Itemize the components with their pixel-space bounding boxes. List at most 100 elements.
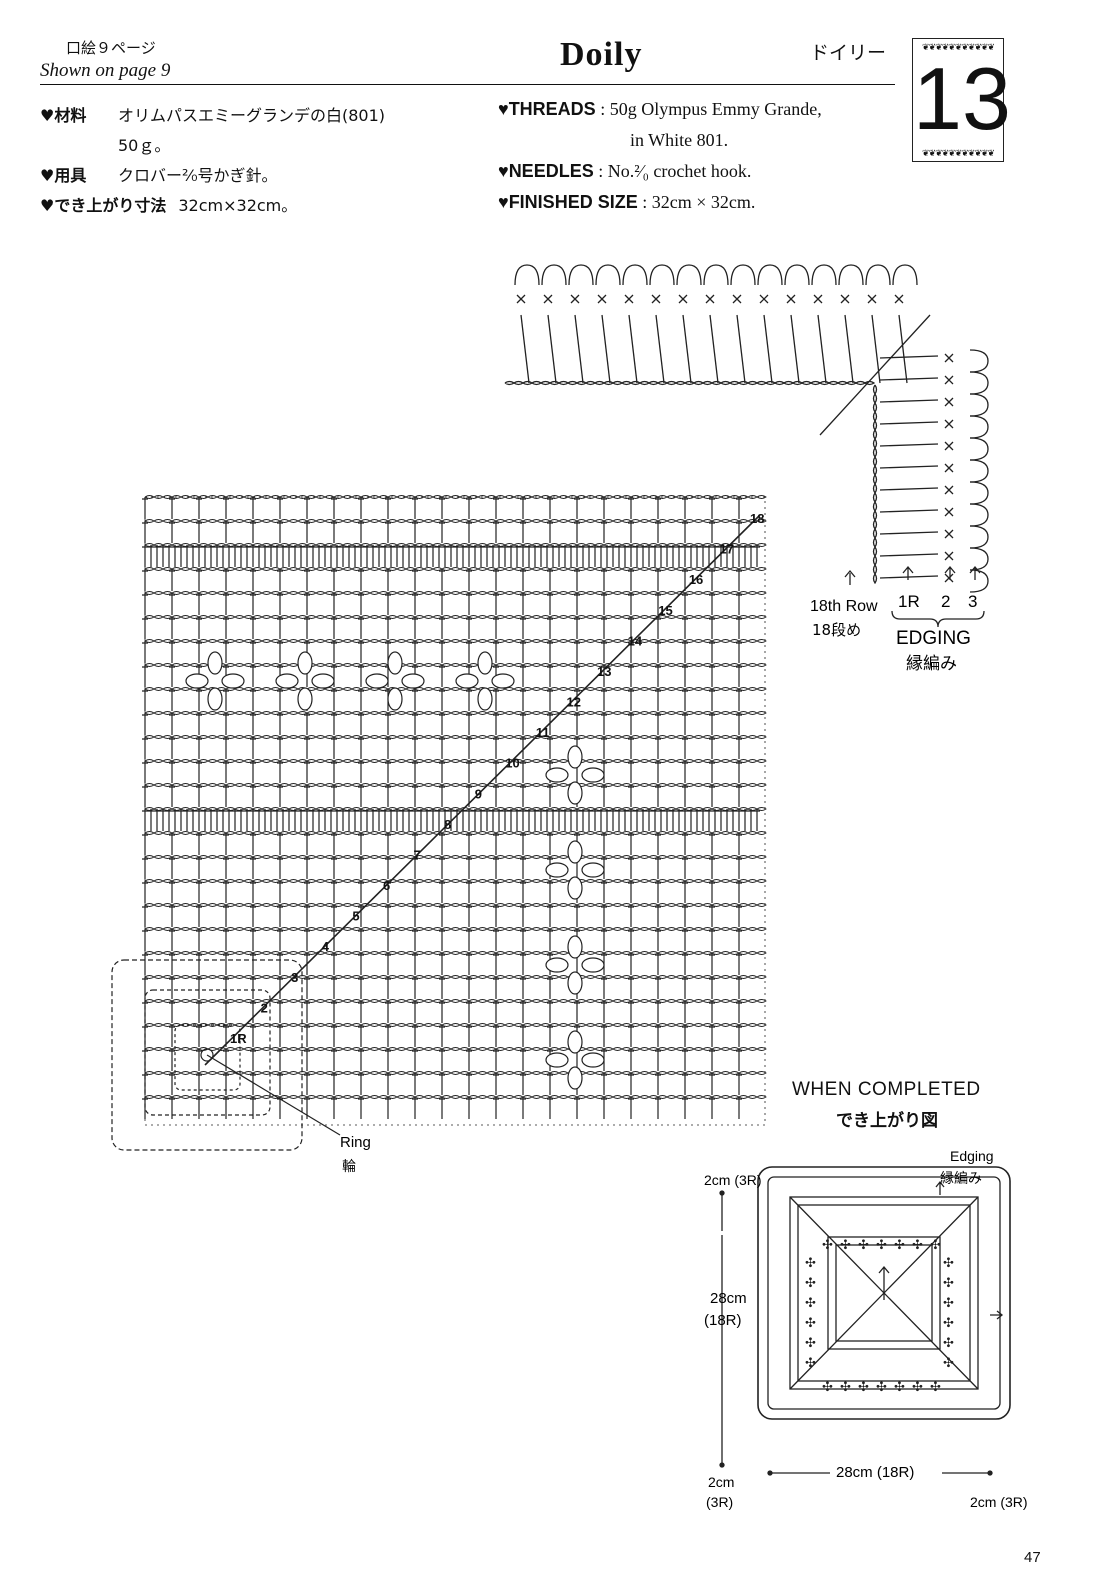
chain-row xyxy=(144,687,767,691)
flower-mark: ✣ xyxy=(943,1275,954,1290)
edging-stitch xyxy=(547,314,557,384)
stitch-row xyxy=(142,1049,742,1071)
dim-side: 28cm xyxy=(710,1290,747,1307)
chain-row xyxy=(144,855,767,859)
edging-stitch xyxy=(763,314,773,384)
flower-petal xyxy=(275,673,299,689)
page-title-jp: ドイリー xyxy=(810,42,887,64)
flower-mark: ✣ xyxy=(930,1379,941,1394)
edging-stitch xyxy=(879,421,939,425)
edging-cross xyxy=(944,353,954,363)
dimension-dot xyxy=(719,1462,725,1468)
outer-square xyxy=(789,1196,979,1390)
flower-petal xyxy=(297,687,313,711)
edging-arch xyxy=(622,264,648,286)
edging-stitch xyxy=(879,443,939,447)
edging-arch xyxy=(969,503,989,527)
stitch-row xyxy=(142,857,742,879)
flower-motif xyxy=(545,840,605,900)
edging-stitch xyxy=(879,355,939,359)
flower-mark: ✣ xyxy=(930,1237,941,1252)
edging-stitch xyxy=(817,314,827,384)
flower-petal xyxy=(311,673,335,689)
materials-en-row: ♥FINISHED SIZE : 32cm × 32cm. xyxy=(498,192,756,212)
jp-page-reference: 口絵９ページ xyxy=(66,39,156,57)
materials-jp: ♥材料オリムパスエミーグランデの白(801) 50ｇ。 ♥用具クロバー²⁄₀号か… xyxy=(40,102,480,222)
edging-inner-border xyxy=(767,1176,1001,1410)
stitch-row xyxy=(142,953,742,975)
chain-row xyxy=(144,735,767,739)
stitch-row xyxy=(142,1073,742,1095)
edging-cross xyxy=(516,294,526,304)
edging-arch xyxy=(969,481,989,505)
edging-stitch xyxy=(520,314,530,384)
edging-stitch xyxy=(871,314,881,384)
flower-petal xyxy=(567,1066,583,1090)
edging-arch xyxy=(969,459,989,483)
chain-row xyxy=(144,711,767,715)
flower-mark: ✣ xyxy=(894,1237,905,1252)
edging-stitch xyxy=(879,553,939,557)
flower-mark: ✣ xyxy=(805,1275,816,1290)
flower-motif xyxy=(545,1030,605,1090)
edging-cross xyxy=(624,294,634,304)
flower-mark: ✣ xyxy=(943,1315,954,1330)
flower-petal xyxy=(567,1030,583,1054)
stitch-row xyxy=(142,689,742,711)
edging-arch xyxy=(969,371,989,395)
edging-arch xyxy=(969,437,989,461)
stitch-row xyxy=(142,593,742,615)
edging-cross xyxy=(759,294,769,304)
ring-label-jp: 輪 xyxy=(342,1158,356,1175)
flower-petal xyxy=(545,1052,569,1068)
flower-petal xyxy=(455,673,479,689)
outer-edging-border xyxy=(757,1166,1011,1420)
flower-motif xyxy=(365,651,425,711)
edging-brace xyxy=(891,610,985,628)
edging-arrow xyxy=(969,565,981,580)
flower-mark: ✣ xyxy=(822,1237,833,1252)
edging-stitch xyxy=(898,314,908,384)
row-number-label: 8 xyxy=(444,817,451,832)
flower-petal xyxy=(477,687,493,711)
edging-cross xyxy=(944,573,954,583)
flower-mark: ✣ xyxy=(943,1355,954,1370)
stitch-row xyxy=(142,713,742,735)
row-number-label: 4 xyxy=(322,939,330,954)
materials-en-row: ♥THREADS : 50g Olympus Emmy Grande, xyxy=(498,99,822,119)
dimension-dot xyxy=(987,1470,993,1476)
header-rule xyxy=(40,84,895,85)
stitch-row xyxy=(142,521,742,543)
page-number: 47 xyxy=(1024,1549,1041,1566)
flower-petal xyxy=(401,673,425,689)
edging-cross xyxy=(944,485,954,495)
edging-cross xyxy=(944,441,954,451)
edging-cross xyxy=(786,294,796,304)
flower-mark: ✣ xyxy=(805,1355,816,1370)
edging-cross xyxy=(944,529,954,539)
direction-arrow xyxy=(935,1180,945,1195)
flower-petal xyxy=(545,767,569,783)
row-number-label: 3 xyxy=(291,970,298,985)
flower-mark: ✣ xyxy=(858,1237,869,1252)
edging-cross xyxy=(867,294,877,304)
flower-mark: ✣ xyxy=(943,1255,954,1270)
dim-side-rows: (18R) xyxy=(704,1312,742,1329)
edging-cross xyxy=(944,375,954,385)
row-number-label: 15 xyxy=(658,603,672,618)
edging-cross xyxy=(732,294,742,304)
edging-stitch xyxy=(844,314,854,384)
chain-row xyxy=(144,1023,767,1027)
stitch-row xyxy=(142,881,742,903)
stitch-row xyxy=(142,569,742,591)
pattern-number: 13 xyxy=(913,49,1011,148)
flower-motif xyxy=(185,651,245,711)
materials-en-row: ♥NEEDLES : No.²⁄₀ crochet hook. xyxy=(498,161,752,181)
edging-stitch xyxy=(601,314,611,384)
chain-row xyxy=(144,879,767,883)
row-number-label: 6 xyxy=(383,878,390,893)
stitch-row xyxy=(142,1097,742,1119)
row-number-label: 9 xyxy=(475,786,482,801)
edging-arch xyxy=(838,264,864,286)
row-number-label: 2 xyxy=(261,1000,268,1015)
